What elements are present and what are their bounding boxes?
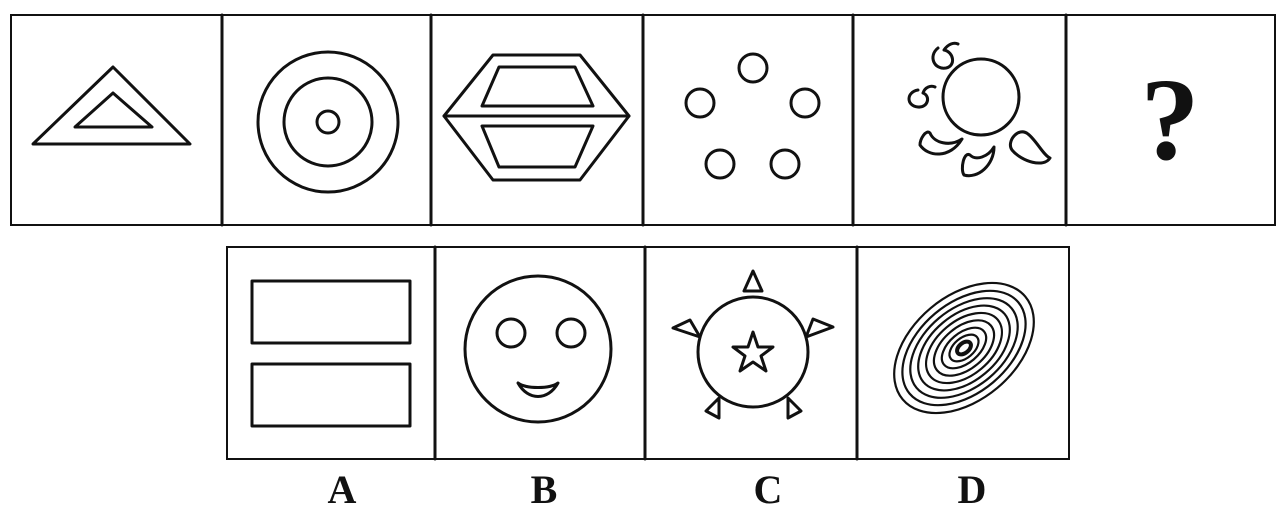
option-b-label[interactable]: B (514, 470, 574, 510)
five-small-circles-figure (686, 54, 819, 178)
concentric-circles-figure (258, 52, 398, 192)
sun-with-swirls-figure (909, 43, 1050, 175)
option-c-label[interactable]: C (738, 470, 798, 510)
option-c-figure (673, 271, 833, 418)
unknown-mark: ? (1064, 14, 1276, 226)
split-hexagon-figure (444, 55, 629, 180)
option-a-figure (252, 281, 410, 426)
option-d-label[interactable]: D (942, 470, 1002, 510)
option-d-figure (869, 257, 1058, 440)
option-a-label[interactable]: A (312, 470, 372, 510)
option-b-figure (465, 276, 611, 422)
triangle-in-triangle-figure (33, 67, 190, 144)
